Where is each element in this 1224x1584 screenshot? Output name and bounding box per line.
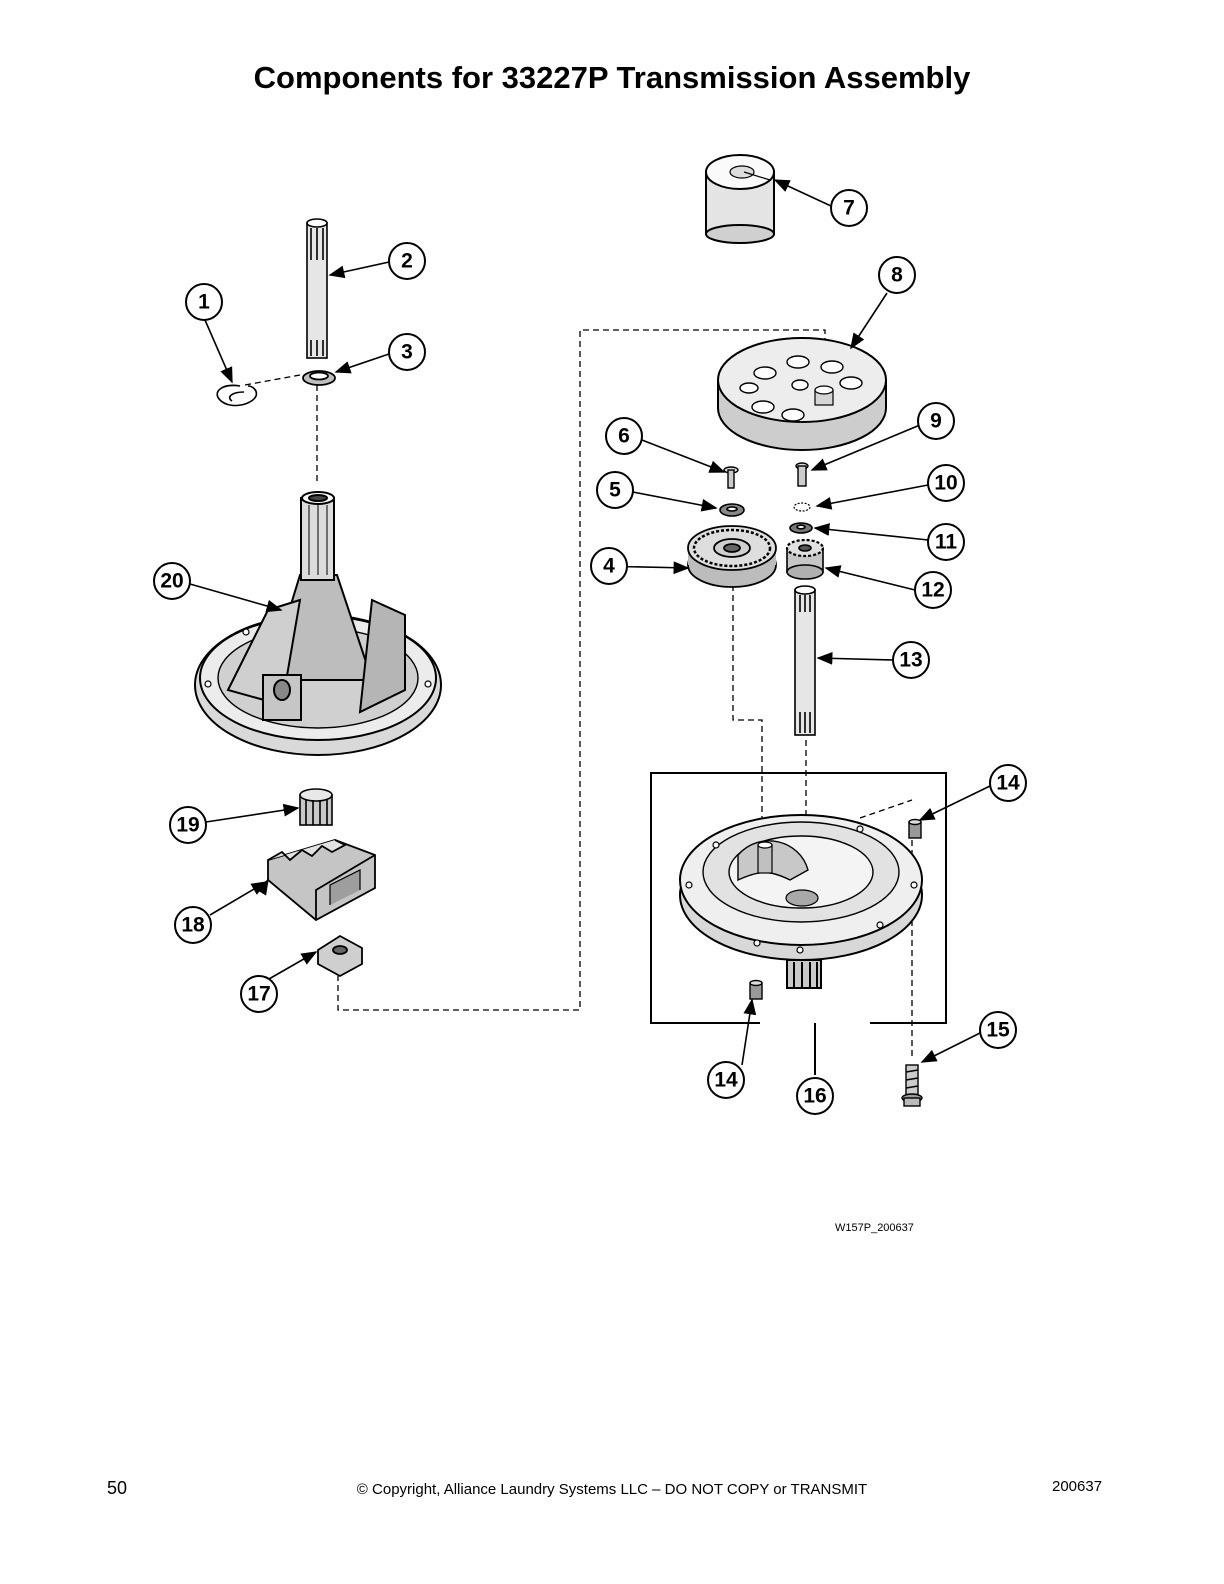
case-assembly-box — [650, 772, 947, 1075]
page-title: Components for 33227P Transmission Assem… — [253, 60, 971, 95]
large-gear-part — [687, 525, 777, 588]
rack-part — [267, 839, 376, 922]
small-washer-part — [719, 503, 745, 517]
thrust-washer-part — [789, 522, 813, 534]
callout-8: 8 — [891, 264, 903, 287]
callout-4: 4 — [603, 555, 615, 578]
lock-washer-part — [793, 502, 811, 512]
transmission-housing-part — [194, 491, 442, 756]
drawing-code: W157P_200637 — [835, 1222, 914, 1234]
callout-14: 14 — [996, 772, 1020, 795]
shift-block-part — [317, 934, 363, 978]
agitator-shaft-part — [794, 585, 816, 736]
callout-17: 17 — [247, 983, 270, 1006]
callout-14-lower: 14 — [714, 1069, 738, 1092]
callout-3: 3 — [401, 341, 413, 364]
callout-16: 16 — [803, 1085, 826, 1108]
washer-part — [302, 370, 336, 386]
callout-12: 12 — [921, 579, 944, 602]
pin-part — [795, 462, 809, 487]
retaining-ring-part — [216, 384, 258, 407]
small-pinion-gear-part — [299, 788, 333, 826]
callout-11: 11 — [935, 531, 958, 554]
callout-1: 1 — [198, 291, 210, 314]
callout-13: 13 — [899, 649, 922, 672]
dowel-pin-part-lower — [749, 979, 763, 1000]
screw-part — [723, 466, 739, 489]
callout-20: 20 — [160, 570, 183, 593]
callout-18: 18 — [181, 914, 205, 937]
copyright-notice: © Copyright, Alliance Laundry Systems LL… — [356, 1481, 868, 1498]
bolt-part — [901, 1064, 923, 1107]
document-number: 200637 — [1052, 1478, 1103, 1495]
carrier-plate-part — [717, 337, 887, 451]
upper-shaft-part — [306, 218, 328, 359]
callout-7: 7 — [843, 197, 855, 220]
pinion-gear-part — [785, 538, 825, 580]
page-number: 50 — [107, 1478, 128, 1498]
callout-2: 2 — [401, 250, 413, 273]
callout-circles — [153, 189, 1027, 1115]
callout-9: 9 — [930, 410, 942, 433]
callout-19: 19 — [176, 814, 199, 837]
callout-10: 10 — [934, 472, 957, 495]
transmission-case-part — [679, 814, 923, 989]
callout-15: 15 — [986, 1019, 1010, 1042]
callout-5: 5 — [609, 479, 621, 502]
cap-part — [705, 154, 775, 244]
callout-6: 6 — [618, 425, 630, 448]
dowel-pin-part-upper — [908, 818, 922, 839]
